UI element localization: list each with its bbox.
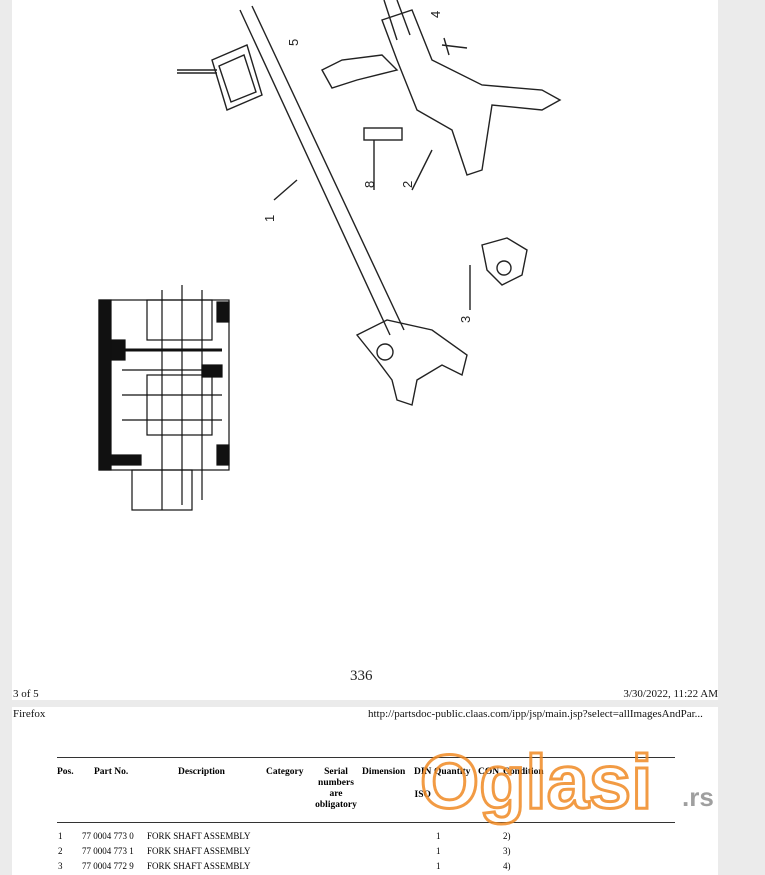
callout-8: 8 (362, 181, 377, 188)
row-quantity: 1 (436, 846, 441, 856)
callout-4: 4 (428, 11, 443, 18)
row-condition: 3) (503, 846, 511, 856)
row-condition: 2) (503, 831, 511, 841)
row-condition: 4) (503, 861, 511, 871)
table-top-rule (57, 757, 675, 758)
right-margin (718, 0, 765, 875)
lower-fork (355, 319, 468, 406)
table-header-rule (57, 822, 675, 823)
row-part-no: 77 0004 773 0 (82, 831, 134, 841)
header-category: Category (266, 767, 304, 777)
row-quantity: 1 (436, 831, 441, 841)
row-part-no: 77 0004 772 9 (82, 861, 134, 871)
page-separator (12, 700, 718, 707)
upper-bracket (211, 44, 263, 111)
print-datetime: 3/30/2022, 11:22 AM (623, 688, 718, 700)
fork-shaft-line-b (251, 5, 405, 331)
header-description: Description (178, 767, 225, 777)
parts-drawing: 1 2 3 4 5 8 (98, 0, 562, 511)
browser-name: Firefox (13, 708, 46, 720)
row-pos: 1 (58, 831, 63, 841)
row-description: FORK SHAFT ASSEMBLY (147, 831, 251, 841)
callout-3: 3 (458, 316, 473, 323)
header-con: CON (478, 767, 500, 777)
row-description: FORK SHAFT ASSEMBLY (147, 846, 251, 856)
header-quantity: Quantity (434, 767, 471, 777)
watermark-text: Oglasi (420, 740, 652, 825)
row-description: FORK SHAFT ASSEMBLY (147, 861, 251, 871)
part-3 (481, 237, 528, 286)
left-margin (0, 0, 12, 875)
callout-5: 5 (286, 39, 301, 46)
header-serial: Serial numbers are obligatory (315, 767, 357, 810)
callout-1: 1 (262, 215, 277, 222)
upper-fork (381, 9, 562, 176)
page-url: http://partsdoc-public.claas.com/ipp/jsp… (368, 708, 703, 720)
header-part-no: Part No. (94, 767, 129, 777)
watermark-suffix: .rs (682, 782, 714, 812)
row-part-no: 77 0004 773 1 (82, 846, 134, 856)
header-pos: Pos. (57, 767, 74, 777)
gearbox-section (98, 285, 230, 511)
row-quantity: 1 (436, 861, 441, 871)
oglasi-watermark-logo: Oglasi .rs (420, 740, 714, 827)
row-pos: 3 (58, 861, 63, 871)
header-condition: Condition (503, 767, 544, 777)
header-dimension: Dimension (362, 767, 406, 777)
page-count: 3 of 5 (13, 688, 39, 700)
page-number: 336 (350, 668, 373, 684)
header-din: DIN ISO (414, 767, 432, 800)
fork-shaft-line-a (239, 9, 391, 336)
row-pos: 2 (58, 846, 63, 856)
pin-8 (363, 127, 403, 141)
callout-2: 2 (400, 181, 415, 188)
